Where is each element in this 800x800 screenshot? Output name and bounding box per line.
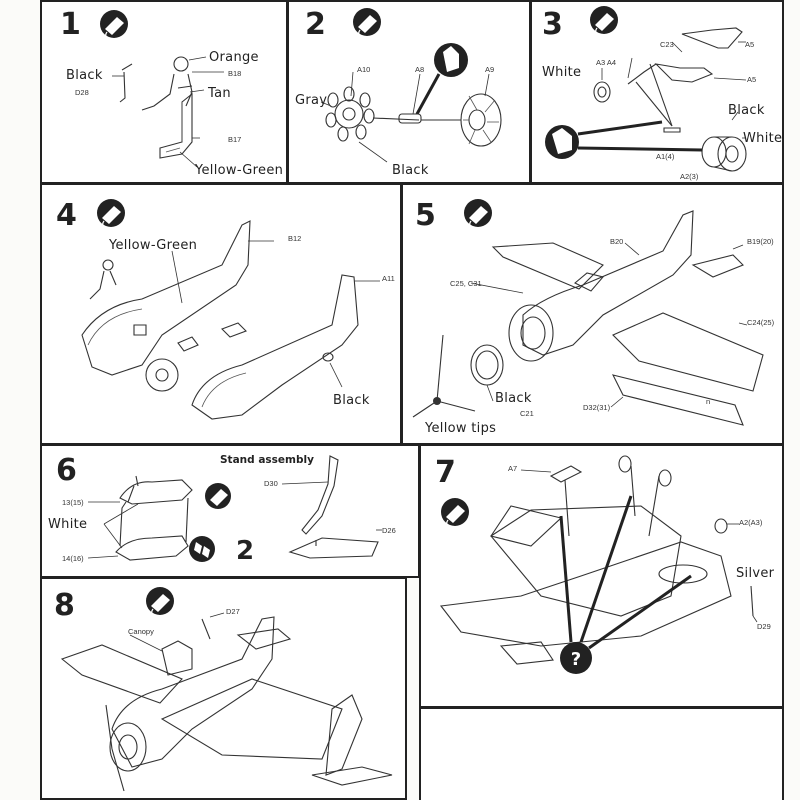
panel-step-6: 6 Stand assembly	[40, 444, 420, 578]
code-a10: A10	[357, 65, 371, 74]
code-b17: B17	[228, 135, 242, 144]
label-black: Black	[495, 391, 532, 406]
panel-step-2: 2	[287, 0, 531, 184]
cement-icon	[590, 6, 618, 35]
code-b20: B20	[610, 237, 624, 246]
code-d29: D29	[757, 622, 771, 631]
code-a1: A1(4)	[656, 152, 675, 161]
step-number: 1	[60, 7, 81, 42]
code-a9: A9	[485, 65, 495, 74]
step-number: 4	[56, 198, 77, 233]
label-white-left: White	[542, 65, 582, 80]
code-a5-mid: A5	[747, 75, 757, 84]
label-stand-assembly: Stand assembly	[220, 454, 314, 466]
code-b18: B18	[228, 69, 242, 78]
label-gray: Gray	[295, 93, 328, 108]
code-14-16: 14(16)	[62, 554, 84, 563]
code-c21: C21	[520, 409, 534, 418]
panel-empty	[419, 707, 784, 800]
step-number: 3	[542, 7, 563, 42]
panel-step-8: 8	[40, 577, 407, 800]
code-a5-top: A5	[745, 40, 755, 49]
step-number: 5	[415, 198, 436, 233]
code-13-15: 13(15)	[62, 498, 84, 507]
code-n: n	[706, 397, 711, 406]
label-silver: Silver	[736, 566, 775, 581]
label-black: Black	[728, 103, 765, 118]
label-yellow-green: Yellow-Green	[109, 238, 198, 253]
step-number: 8	[54, 588, 75, 623]
svg-text:?: ?	[571, 649, 581, 670]
code-d30: D30	[264, 479, 278, 488]
panel-step-3: 3	[530, 0, 784, 184]
label-tan: Tan	[208, 86, 231, 101]
panel-step-7: 7 ?	[419, 444, 784, 708]
code-d28: D28	[75, 88, 89, 97]
code-a11: A11	[382, 274, 395, 283]
cement-icon	[464, 199, 492, 228]
engine-drawing	[320, 43, 502, 163]
code-d26: D26	[382, 526, 396, 535]
cement-icon	[97, 199, 125, 228]
code-c25: C25, C31	[450, 279, 482, 288]
code-b19: B19(20)	[747, 237, 774, 246]
code-a8: A8	[415, 65, 425, 74]
step-number: 6	[56, 453, 77, 488]
fuselage-drawing	[81, 220, 380, 420]
label-white-right: White	[743, 131, 783, 146]
landing-gear-drawing	[545, 27, 747, 172]
cement-icon	[100, 10, 128, 39]
code-d27: D27	[226, 607, 240, 616]
step-number: 2	[305, 7, 326, 42]
code-c23: C23	[660, 40, 674, 49]
code-b12: B12	[288, 234, 302, 243]
pilot-seat-drawing	[112, 56, 224, 168]
cement-icon	[353, 8, 381, 37]
label-black: Black	[66, 68, 103, 83]
drop-tank-and-stand-drawing	[87, 455, 382, 562]
code-a2: A2(3)	[680, 172, 699, 181]
panel-step-1: 1 Orange Black	[40, 0, 288, 184]
code-a7: A7	[508, 464, 518, 473]
panel-step-5: 5	[401, 183, 784, 445]
label-black: Black	[392, 163, 429, 178]
wing-assembly-drawing	[412, 210, 764, 426]
code-d32: D32(31)	[583, 403, 611, 412]
panel-step-4: 4	[40, 183, 402, 445]
airframe-bottom-drawing: ?	[439, 455, 758, 674]
label-black: Black	[333, 393, 370, 408]
cement-icon	[146, 587, 174, 616]
code-a2-a3: A2(A3)	[739, 518, 763, 527]
step-number: 7	[435, 455, 456, 490]
code-c24: C24(25)	[747, 318, 775, 327]
label-white: White	[48, 517, 88, 532]
code-a3-a4: A3 A4	[596, 58, 617, 67]
label-yellow-green: Yellow-Green	[195, 163, 284, 178]
final-assembly-drawing	[60, 612, 393, 792]
quantity-two: 2	[236, 536, 255, 566]
cement-icon	[441, 498, 469, 527]
label-canopy: Canopy	[128, 627, 154, 636]
label-yellow-tips: Yellow tips	[425, 421, 497, 436]
label-orange: Orange	[209, 50, 259, 65]
